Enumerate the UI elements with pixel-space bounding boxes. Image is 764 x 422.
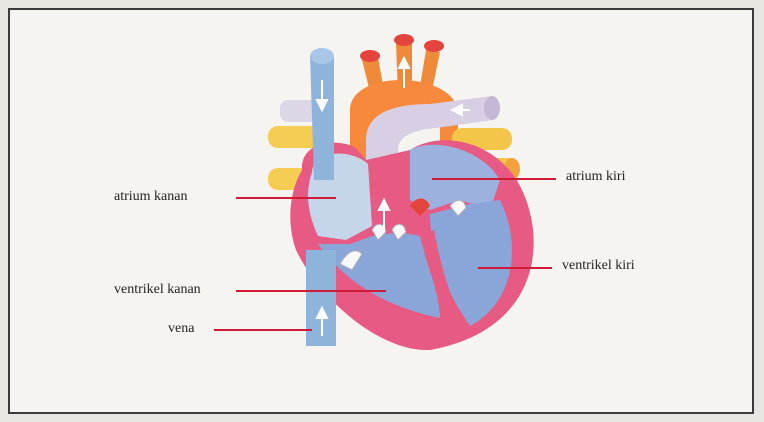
vena-cava bbox=[310, 56, 334, 180]
label-atrium-kanan: atrium kanan bbox=[114, 189, 187, 205]
label-ventrikel-kiri: ventrikel kiri bbox=[562, 258, 635, 274]
label-ventrikel-kanan: ventrikel kanan bbox=[114, 282, 201, 298]
label-atrium-kiri: atrium kiri bbox=[566, 169, 626, 185]
label-vena: vena bbox=[168, 321, 194, 337]
